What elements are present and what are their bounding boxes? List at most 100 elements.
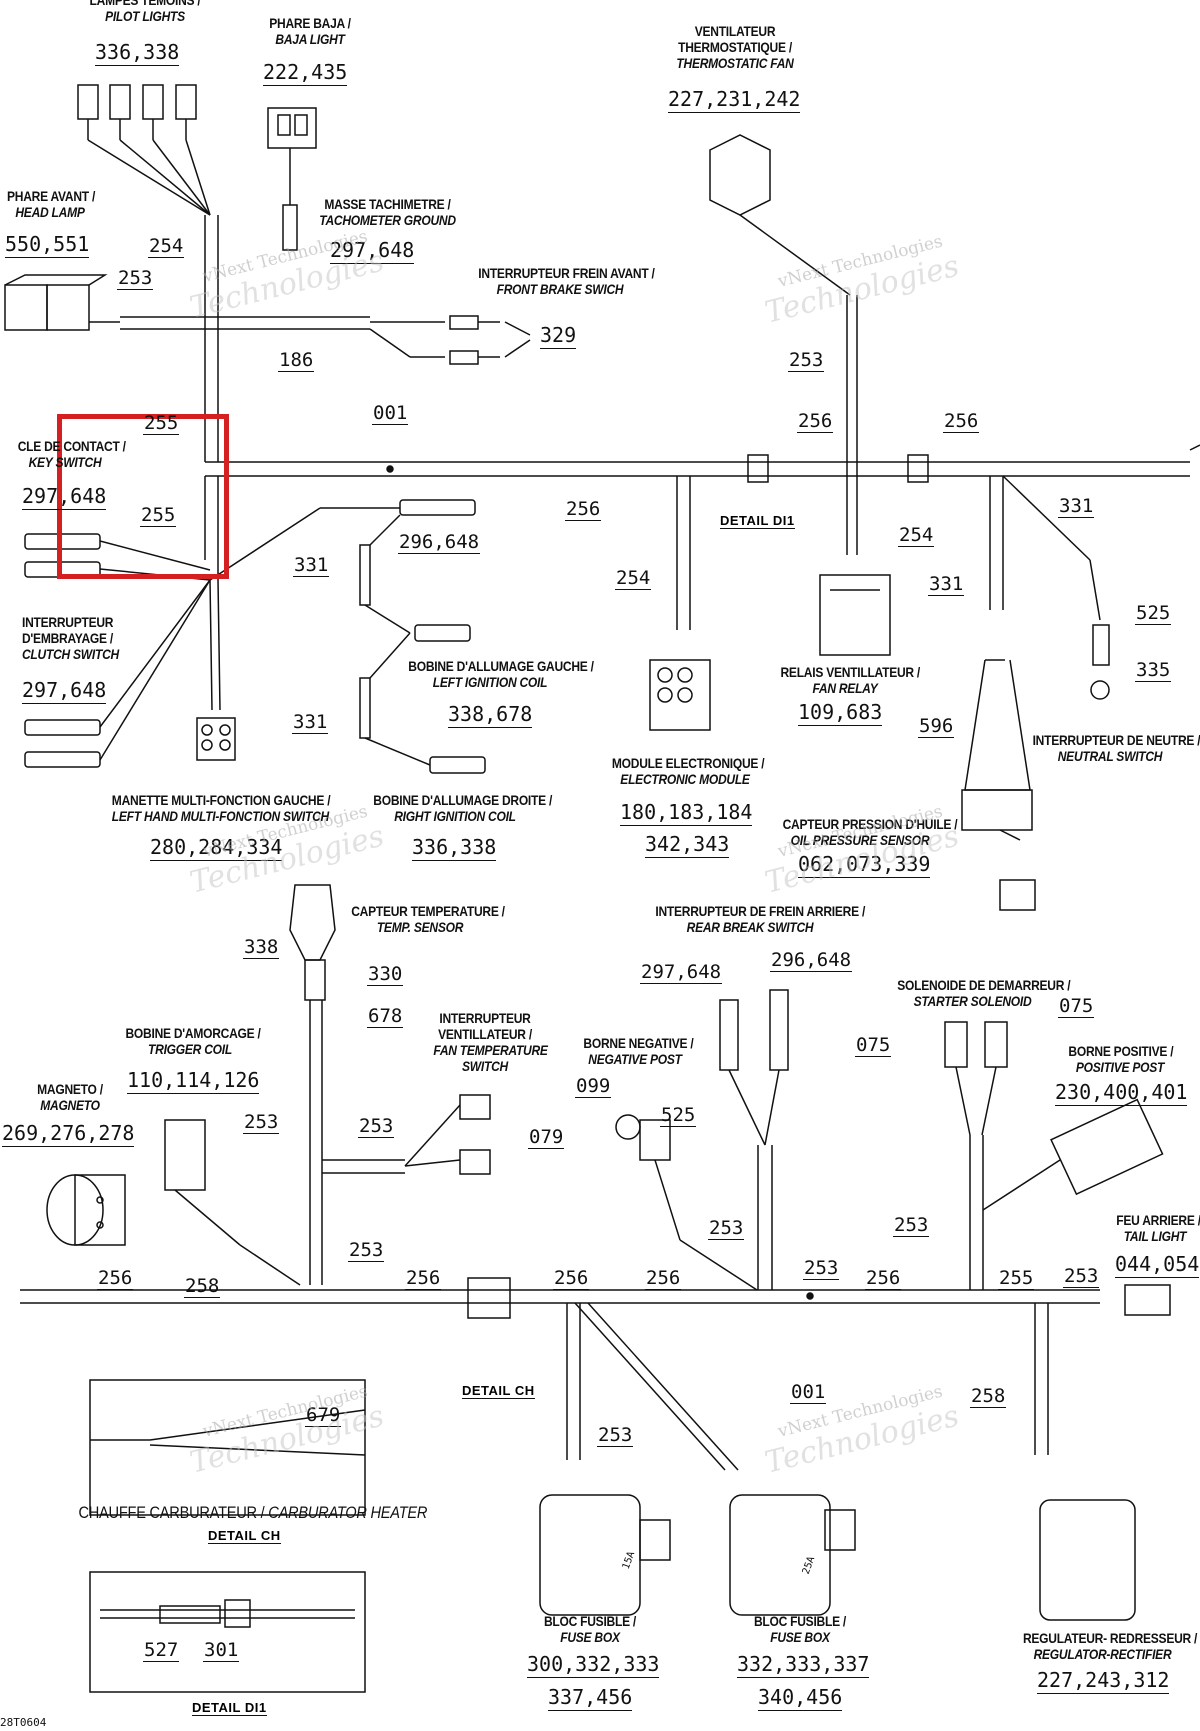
wire-number: 253 (788, 349, 825, 372)
head-lamp-connector (4, 274, 445, 358)
baja-light-label: PHARE BAJA /BAJA LIGHT (269, 15, 351, 47)
wire-number: 331 (1058, 495, 1095, 518)
baja-light-connector (267, 107, 317, 251)
tail-light-connector (1124, 1284, 1171, 1316)
wire-number: 075 (1058, 995, 1095, 1018)
wire-number: 527 (143, 1639, 180, 1662)
fan-relay-label: RELAIS VENTILLATEUR /FAN RELAY (780, 664, 921, 696)
pilot-light-connectors (77, 84, 211, 216)
thermostatic-fan-connector (709, 134, 891, 656)
wire-number: 335 (1135, 659, 1172, 682)
wire-number: 301 (203, 1639, 240, 1662)
tail-light-label: FEU ARRIERE /TAIL LIGHT (1116, 1212, 1200, 1244)
front-brake-connectors (449, 315, 531, 365)
junction-block-2 (907, 454, 929, 483)
trigger-coil-label: BOBINE D'AMORCAGE /TRIGGER COIL (125, 1025, 261, 1057)
wire-number: 331 (292, 711, 329, 734)
wire-number: 253 (708, 1217, 745, 1240)
clutch-switch-number: 297,648 (22, 678, 107, 704)
temp-sensor-label: CAPTEUR TEMPERATURE /TEMP. SENSOR (351, 903, 505, 935)
electronic-module-label: MODULE ELECTRONIQUE /ELECTRONIC MODULE (611, 755, 765, 787)
magneto-label: MAGNETO /MAGNETO (37, 1081, 103, 1113)
detail-ch-caption: DETAIL CH (208, 1528, 281, 1544)
front-brake-label: INTERRUPTEUR FREIN AVANT /FRONT BRAKE SW… (478, 265, 655, 297)
fuse-box-2-label: BLOC FUSIBLE /FUSE BOX (753, 1613, 847, 1645)
wire-number: 256 (797, 410, 834, 433)
detail-di1-caption: DETAIL DI1 (192, 1700, 267, 1716)
carb-heater-label: CHAUFFE CARBURATEUR / CARBURATOR HEATER (78, 1503, 428, 1522)
wire-number: 258 (970, 1385, 1007, 1408)
key-switch-number: 297,648 (22, 484, 107, 510)
wire-number: 254 (615, 567, 652, 590)
wire-number: 256 (565, 498, 602, 521)
wire-number: 297,648 (640, 961, 723, 984)
wire-number: 253 (597, 1424, 634, 1447)
wire-number: 253 (893, 1214, 930, 1237)
wire-number: 525 (660, 1104, 697, 1127)
wire-number: 256 (645, 1267, 682, 1290)
left-hand-switch-number: 280,284,334 (150, 835, 283, 861)
wire-number: 256 (943, 410, 980, 433)
head-lamp-number: 550,551 (5, 232, 90, 258)
tachometer-ground-number: 297,648 (330, 238, 415, 264)
wire-number: 254 (148, 235, 185, 258)
key-switch-label: CLE DE CONTACT /KEY SWITCH (17, 438, 126, 470)
fuse-box-2-number: 332,333,337 (737, 1652, 870, 1678)
fan-relay-number: 109,683 (798, 700, 883, 726)
wire-number: 255 (140, 504, 177, 527)
pilot-lights-number: 336,338 (95, 40, 180, 66)
wire-number: 001 (372, 402, 409, 425)
front-brake-number: 329 (540, 323, 577, 349)
wire-number: 255 (143, 412, 180, 435)
key-switch-plugs (24, 533, 211, 768)
right-ignition-coil-number: 336,338 (412, 835, 497, 861)
wire-number: 679 (305, 1404, 342, 1427)
wire-number: 258 (184, 1275, 221, 1298)
wire-number: 525 (1135, 602, 1172, 625)
neutral-switch-label: INTERRUPTEUR DE NEUTRE /NEUTRAL SWITCH (1032, 732, 1200, 764)
oil-pressure-number: 062,073,339 (798, 852, 931, 878)
right-ignition-coil-label: BOBINE D'ALLUMAGE DROITE /RIGHT IGNITION… (373, 792, 553, 824)
regulator-number: 227,243,312 (1037, 1668, 1170, 1694)
corner-code: 28T0604 (0, 1716, 47, 1729)
fuse-box-1-label: BLOC FUSIBLE /FUSE BOX (543, 1613, 637, 1645)
wire-number: 296,648 (770, 949, 853, 972)
wire-number: 296,648 (398, 531, 481, 554)
junction-block-di1 (747, 454, 769, 483)
left-ignition-coil-label: BOBINE D'ALLUMAGE GAUCHE /LEFT IGNITION … (408, 658, 594, 690)
detail-ch-box (89, 1379, 366, 1516)
fuse-box-1-number: 300,332,333 (527, 1652, 660, 1678)
wire-number: 331 (293, 554, 330, 577)
electronic-module-number-2: 342,343 (645, 832, 730, 858)
head-lamp-label: PHARE AVANT /HEAD LAMP (7, 188, 96, 220)
thermostatic-fan-number: 227,231,242 (668, 87, 801, 113)
lower-main-trunk (20, 1277, 1100, 1319)
regulator-branch (1034, 1303, 1136, 1621)
fuse-box-1-number-2: 337,456 (548, 1685, 633, 1711)
wire-number: 001 (790, 1381, 827, 1404)
detail-ch-marker: DETAIL CH (462, 1383, 535, 1399)
fuse-box-branches (539, 1302, 856, 1616)
wire-number: 099 (575, 1075, 612, 1098)
rear-brake-label: INTERRUPTEUR DE FREIN ARRIERE /REAR BREA… (655, 903, 866, 935)
left-hand-switch-label: MANETTE MULTI-FONCTION GAUCHE /LEFT HAND… (111, 792, 331, 824)
trigger-coil-number: 110,114,126 (127, 1068, 260, 1094)
left-ignition-coil-number: 338,678 (448, 702, 533, 728)
electronic-module-number: 180,183,184 (620, 800, 753, 826)
wire-number: 186 (278, 349, 315, 372)
electronic-module (649, 476, 711, 731)
wire-number: 253 (117, 267, 154, 290)
pilot-lights-label: LAMPES TEMOINS /PILOT LIGHTS (89, 0, 201, 24)
detail-di1-box (89, 1571, 366, 1693)
wire-number: 256 (553, 1267, 590, 1290)
fuse-box-2-number-2: 340,456 (758, 1685, 843, 1711)
negative-post-label: BORNE NEGATIVE /NEGATIVE POST (583, 1035, 694, 1067)
wire-number: 331 (928, 573, 965, 596)
wire-number: 075 (855, 1034, 892, 1057)
regulator-label: REGULATEUR- REDRESSEUR /REGULATOR-RECTIF… (1022, 1630, 1198, 1662)
rear-brake-branch (615, 989, 789, 1291)
